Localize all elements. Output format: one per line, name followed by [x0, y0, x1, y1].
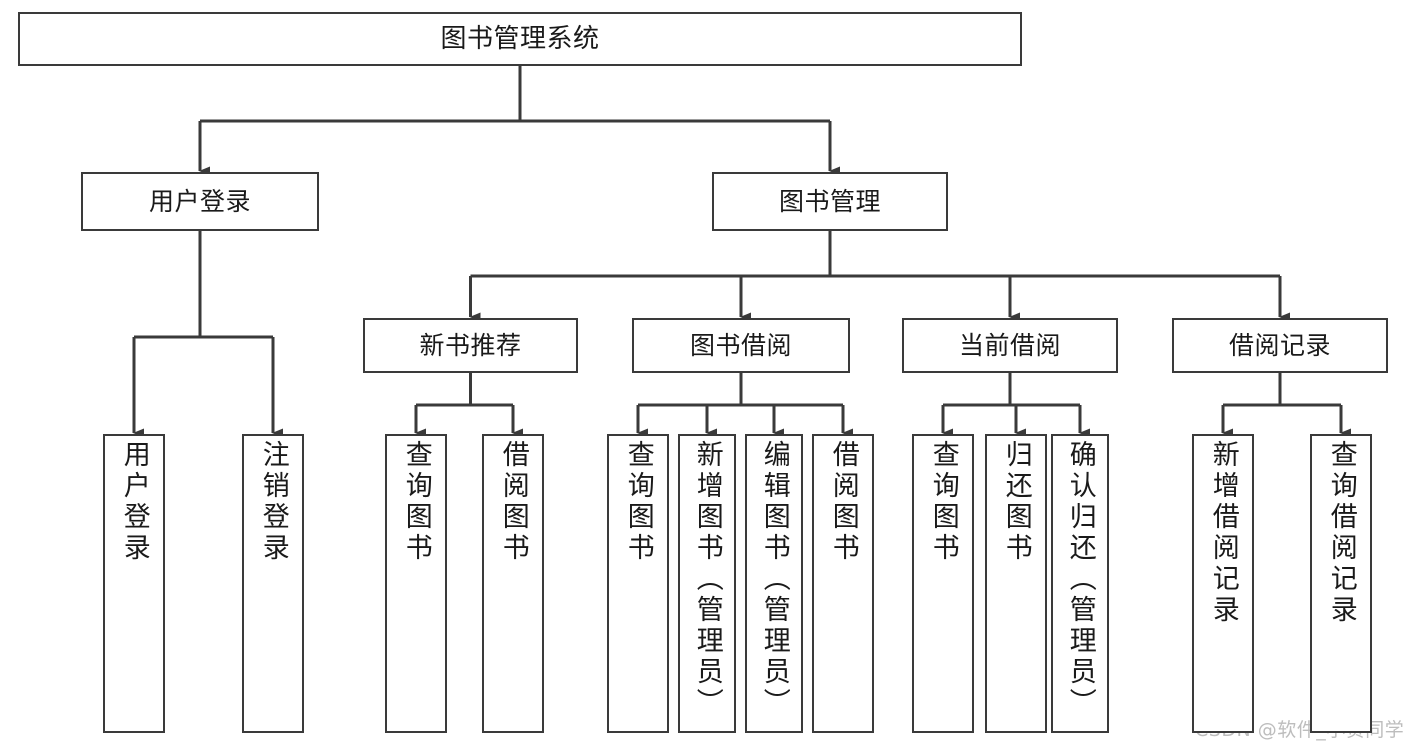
node-borrow-record: 借阅记录	[1172, 318, 1388, 373]
node-label: 图书管理	[778, 186, 881, 216]
node-label: 归还图书	[1000, 440, 1032, 564]
node-root: 图书管理系统	[18, 12, 1022, 66]
node-label: 查询图书	[400, 440, 432, 564]
node-label: 用户登录	[118, 440, 150, 564]
node-leaf-borrow-book-br: 借阅图书	[812, 434, 874, 733]
node-book-borrow: 图书借阅	[632, 318, 850, 373]
node-label: 查询借阅记录	[1325, 440, 1357, 626]
node-new-book-rec: 新书推荐	[363, 318, 578, 373]
node-label: 新书推荐	[419, 330, 522, 360]
node-label: 借阅记录	[1228, 330, 1331, 360]
node-label: 当前借阅	[958, 330, 1061, 360]
node-label: 图书管理系统	[440, 23, 600, 54]
node-leaf-query-book-rec: 查询图书	[385, 434, 447, 733]
node-leaf-confirm-return: 确认归还（管理员）	[1051, 434, 1109, 733]
node-leaf-add-book: 新增图书（管理员）	[678, 434, 736, 733]
node-leaf-query-record: 查询借阅记录	[1310, 434, 1372, 733]
node-label: 编辑图书（管理员）	[758, 440, 790, 719]
node-label: 确认归还（管理员）	[1064, 440, 1096, 719]
node-leaf-edit-book: 编辑图书（管理员）	[745, 434, 803, 733]
node-label: 借阅图书	[497, 440, 529, 564]
node-leaf-user-logout: 注销登录	[242, 434, 304, 733]
node-label: 用户登录	[148, 186, 251, 216]
node-leaf-user-login: 用户登录	[103, 434, 165, 733]
node-current-borrow: 当前借阅	[902, 318, 1118, 373]
node-leaf-query-book-br: 查询图书	[607, 434, 669, 733]
node-leaf-return-book: 归还图书	[985, 434, 1047, 733]
node-leaf-add-record: 新增借阅记录	[1192, 434, 1254, 733]
node-label: 图书借阅	[689, 330, 792, 360]
node-label: 新增图书（管理员）	[691, 440, 723, 719]
node-user-login: 用户登录	[81, 172, 319, 231]
node-label: 借阅图书	[827, 440, 859, 564]
node-leaf-borrow-book-rec: 借阅图书	[482, 434, 544, 733]
node-label: 查询图书	[927, 440, 959, 564]
node-label: 新增借阅记录	[1207, 440, 1239, 626]
node-book-manage: 图书管理	[712, 172, 948, 231]
node-leaf-query-book-cur: 查询图书	[912, 434, 974, 733]
node-label: 注销登录	[257, 440, 289, 564]
node-label: 查询图书	[622, 440, 654, 564]
